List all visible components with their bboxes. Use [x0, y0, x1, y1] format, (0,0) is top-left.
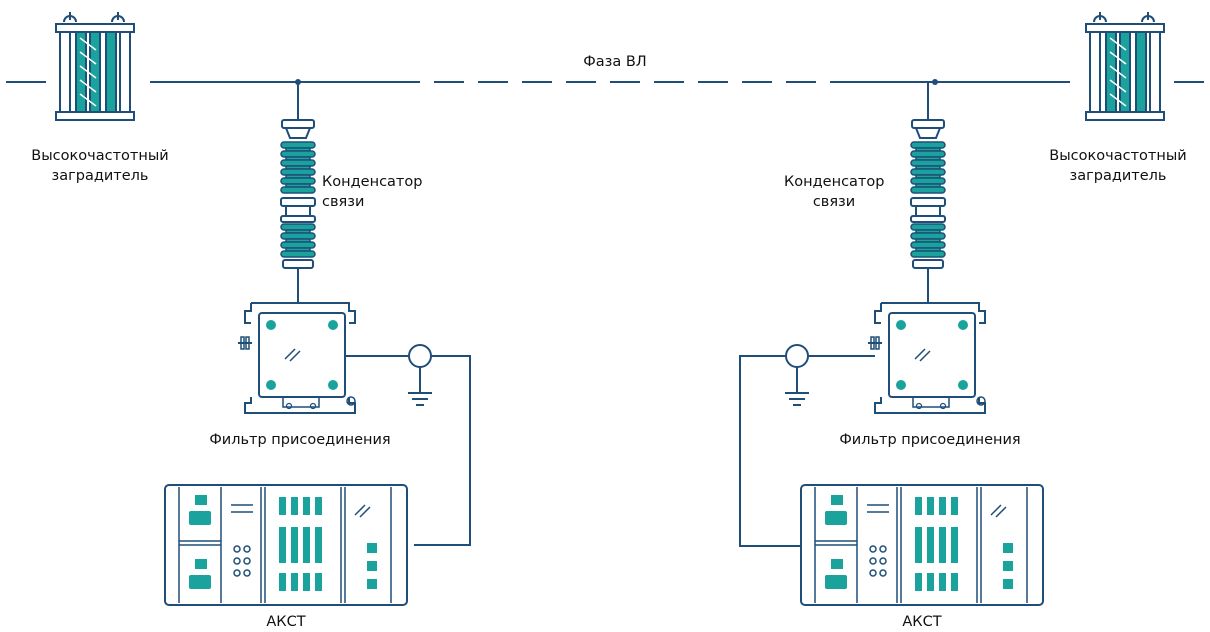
coupling-capacitor-left-label: Конденсатор связи	[322, 172, 422, 212]
coupling-capacitor-left	[280, 119, 316, 269]
coupling-capacitor-right-label: Конденсатор связи	[784, 172, 884, 212]
coupling-capacitor-left-label-line1: Конденсатор	[322, 174, 423, 190]
coupling-filter-right-label: Фильтр присоединения	[839, 432, 1021, 448]
phase-label: Фаза ВЛ	[583, 54, 647, 70]
line-trap-left	[55, 11, 135, 121]
ground-right	[784, 366, 810, 406]
coupling-capacitor-right	[910, 119, 946, 269]
line-trap-right-label-line1: Высокочастотный	[1049, 148, 1187, 164]
coupling-filter-right	[874, 302, 986, 414]
line-trap-left-label-line1: Высокочастотный	[31, 148, 169, 164]
hf-cable-left	[346, 344, 471, 546]
akst-right-label: АКСТ	[902, 614, 942, 630]
line-trap-left-label-line2: заградитель	[51, 168, 149, 184]
akst-unit-left	[164, 484, 408, 606]
line-trap-right	[1085, 11, 1165, 121]
filter-bushing-right	[867, 336, 883, 350]
ground-left	[407, 366, 433, 406]
coupling-capacitor-right-label-line1: Конденсатор	[784, 174, 885, 190]
coupling-filter-left	[244, 302, 356, 414]
line-trap-right-label: Высокочастотный заградитель	[1028, 146, 1208, 186]
phase-line	[6, 79, 1204, 85]
line-trap-right-label-line2: заградитель	[1069, 168, 1167, 184]
akst-unit-right	[800, 484, 1044, 606]
hf-cable-right	[739, 344, 875, 547]
akst-left-label: АКСТ	[266, 614, 306, 630]
coupling-capacitor-left-label-line2: связи	[322, 194, 365, 210]
coupling-filter-left-label: Фильтр присоединения	[209, 432, 391, 448]
line-trap-left-label: Высокочастотный заградитель	[10, 146, 190, 186]
coupling-capacitor-right-label-line2: связи	[812, 194, 856, 210]
filter-bushing-left	[237, 336, 253, 350]
